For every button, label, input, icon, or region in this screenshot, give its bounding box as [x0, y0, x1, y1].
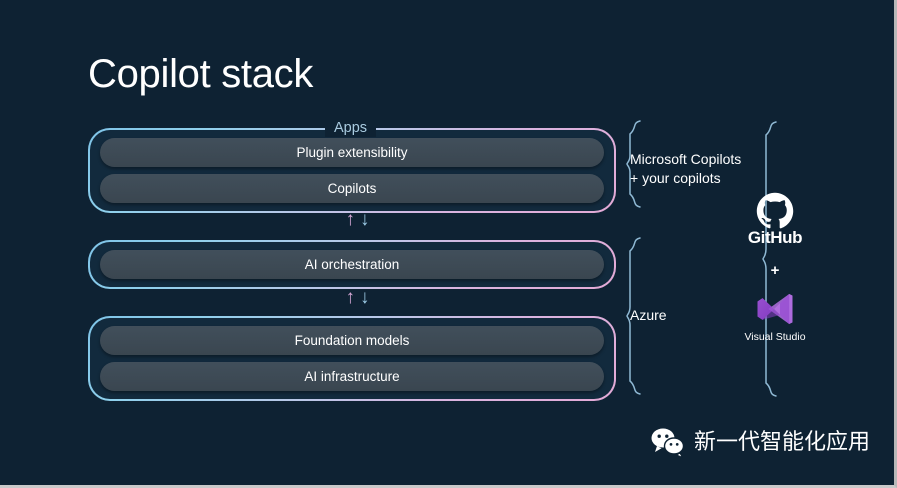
wechat-watermark: 新一代智能化应用: [651, 428, 870, 458]
arrow-down-icon: ↓: [360, 287, 375, 308]
stack-item-copilots[interactable]: Copilots: [100, 174, 604, 203]
stack-item-foundation-models[interactable]: Foundation models: [100, 326, 604, 355]
bracket-azure: [626, 237, 644, 395]
arrows-orchestration-to-foundation: ↑↓: [330, 287, 390, 309]
arrow-up-icon: ↑: [345, 209, 360, 230]
arrow-up-icon: ↑: [345, 287, 360, 308]
page-title: Copilot stack: [88, 52, 314, 96]
bracket-copilots: [626, 120, 644, 208]
label-microsoft-copilots: Microsoft Copilots + your copilots: [630, 150, 741, 188]
github-icon: [756, 192, 794, 229]
stack-item-plugin-extensibility[interactable]: Plugin extensibility: [100, 138, 604, 167]
curly-bracket-icon: [626, 120, 641, 208]
stack-layer-orchestration-inner: AI orchestration: [90, 242, 614, 287]
stack-layer-orchestration: AI orchestration: [88, 240, 616, 289]
stack-caption-apps: Apps: [325, 120, 377, 137]
label-microsoft-copilots-line1: Microsoft Copilots: [630, 151, 742, 167]
stack-layer-foundation-inner: Foundation models AI infrastructure: [90, 318, 614, 399]
visual-studio-wordmark: Visual Studio: [744, 331, 806, 343]
curly-bracket-icon: [626, 237, 641, 395]
arrows-apps-to-orchestration: ↑↓: [330, 209, 390, 231]
stack-layer-apps-inner: Plugin extensibility Copilots: [90, 130, 614, 211]
label-microsoft-copilots-line2: + your copilots: [630, 170, 721, 186]
arrow-down-icon: ↓: [360, 209, 375, 230]
stack-item-ai-orchestration[interactable]: AI orchestration: [100, 250, 604, 279]
stack-layer-apps: Plugin extensibility Copilots: [88, 128, 616, 213]
wechat-icon: [651, 428, 685, 458]
plus-sign: +: [770, 262, 780, 279]
tools-column: GitHub + Visual Studio: [730, 192, 820, 343]
curly-bracket-icon: [762, 121, 777, 397]
visual-studio-icon: [757, 294, 793, 324]
github-wordmark: GitHub: [747, 228, 803, 247]
watermark-text: 新一代智能化应用: [694, 430, 871, 455]
stack-layer-foundation: Foundation models AI infrastructure: [88, 316, 616, 401]
bracket-tools: [762, 121, 780, 397]
stack-item-ai-infrastructure[interactable]: AI infrastructure: [100, 362, 604, 391]
label-azure: Azure: [630, 307, 667, 323]
